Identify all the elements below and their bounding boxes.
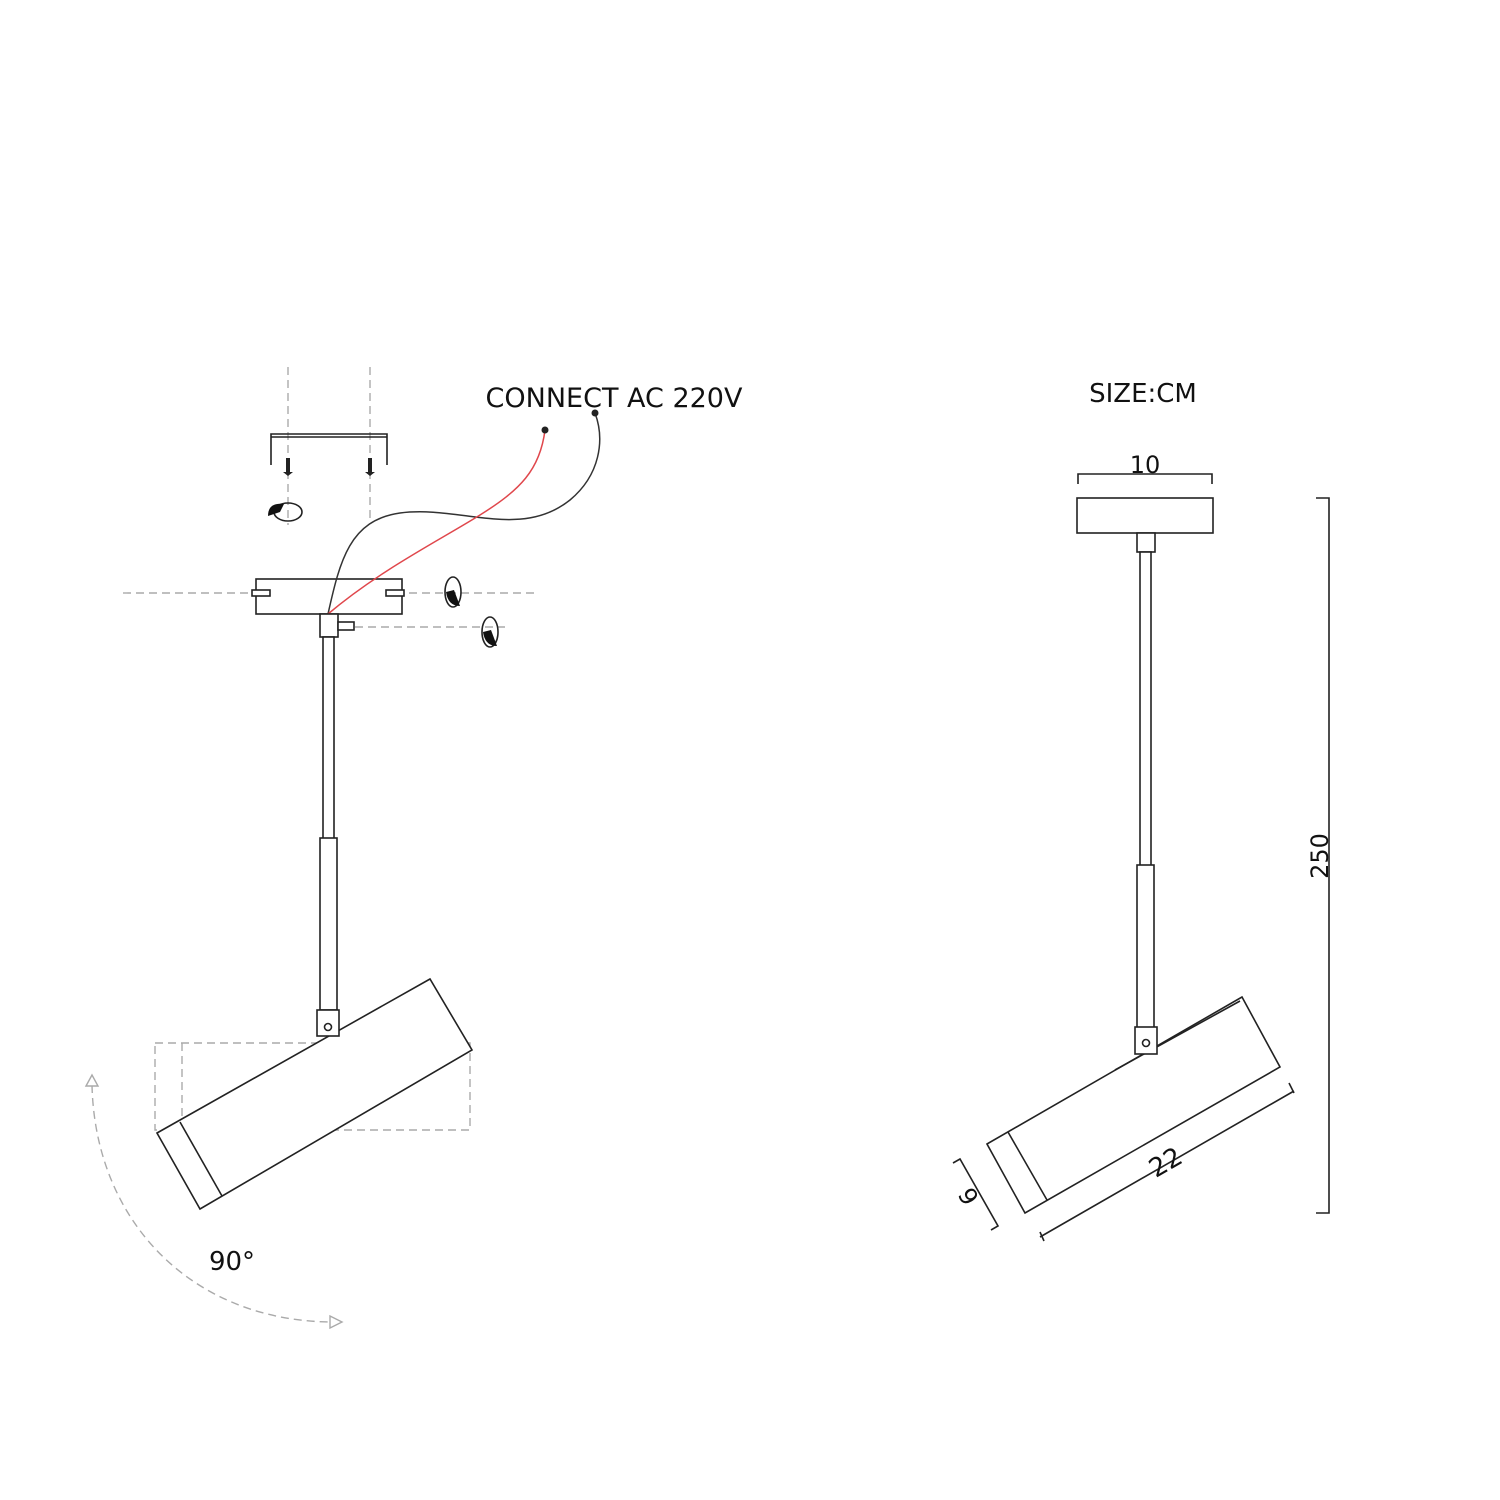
dimension-text: 250 [1306,833,1334,879]
canopy-screw [385,589,405,597]
arrow-up-icon [84,1073,100,1087]
ceiling-canopy [1076,497,1214,534]
height-dimension: 250 [1306,497,1334,1214]
rotate-screw-icon [268,502,303,522]
rotation-arc [91,1084,331,1323]
canopy-width-dimension: 10 [1077,451,1213,484]
lamp-head [985,995,1282,1215]
rotation-label: 90° [209,1247,255,1277]
live-wire [327,429,546,615]
rod-connector [1136,532,1156,553]
lamp-top-edge [1114,1000,1241,1071]
arrow-right-icon [329,1314,344,1330]
installation-view: 90° CONNECT AC 220V [84,367,743,1330]
rotate-icon [444,576,499,648]
lamp-lens-ring [179,1121,223,1197]
suspension-rod [322,636,335,841]
dimension-text: 10 [1130,451,1161,479]
hinge [1134,1026,1158,1055]
suspension-rod [1139,551,1152,868]
screw-icon [283,458,375,476]
dimension-view: SIZE:CM 10 250 22 6 [952,379,1334,1242]
canopy-screw [251,589,271,597]
connect-label: CONNECT AC 220V [486,383,743,414]
lamp-head [155,977,474,1211]
lamp-lens-ring [1007,1131,1048,1201]
rod-screw [337,621,355,631]
mounting-bracket [270,433,388,465]
dimension-text: 22 [1144,1142,1188,1185]
suspension-rod-lower [1136,864,1155,1031]
dimension-text: 6 [953,1182,985,1209]
wire-end [591,409,599,417]
suspension-rod-lower [319,837,338,1011]
size-unit-label: SIZE:CM [1089,379,1197,409]
diameter-dimension: 6 [952,1157,1000,1231]
rod-connector [319,613,339,638]
wire-end [541,426,549,434]
